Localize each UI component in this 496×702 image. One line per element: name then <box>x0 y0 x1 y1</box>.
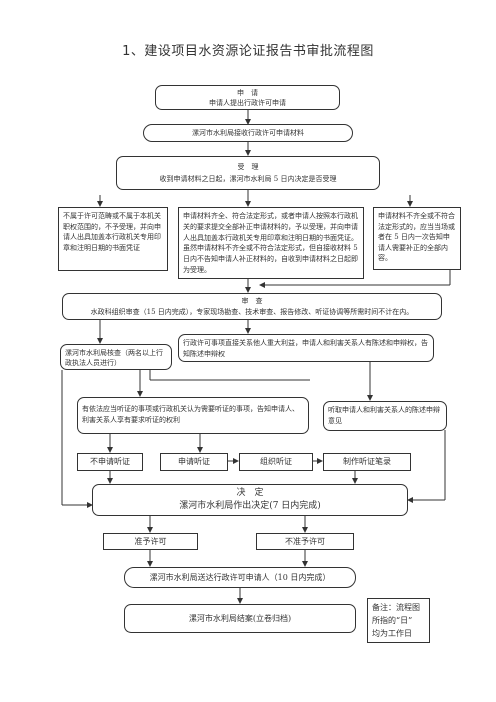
note-line-2: 所指的“日” <box>372 616 413 625</box>
step-hold-hearing: 组织听证 <box>239 453 313 471</box>
step-apply-hearing: 申请听证 <box>160 453 228 471</box>
step-hearing-record: 制作听证笔录 <box>323 453 411 471</box>
note-line-3: 均为工作日 <box>372 629 412 638</box>
review-heading: 审 查 <box>241 297 263 305</box>
review-text: 水政科组织审查（15 日内完成），专家现场勘查、技术审查、报告修改、听证协调等所… <box>90 308 414 316</box>
verify-text: 漯河市水利局核查（两名以上行政执法人员进行） <box>65 349 163 367</box>
receive-box: 漯河市水利局接收行政许可申请材料 <box>143 124 353 142</box>
accept-heading: 受 理 <box>237 163 259 171</box>
hearing-left-text: 有依法应当听证的事项或行政机关认为需要听证的事项，告知申请人、利害关系人享有要求… <box>82 405 299 424</box>
approve-label: 准予许可 <box>134 537 167 546</box>
apply-heading: 申 请 <box>237 89 258 97</box>
receive-text: 漯河市水利局接收行政许可申请材料 <box>192 129 304 137</box>
step-hold-hearing-label: 组织听证 <box>260 457 292 466</box>
interest-box: 行政许可事项直接关系他人重大利益，申请人和利害关系人有陈述和申辩权，告知陈述申辩… <box>178 334 434 362</box>
branch-right-text: 申请材料不齐全或不符合法定形式的，应当当场或者在 5 日内一次告知申请人需要补正… <box>378 212 455 262</box>
branch-right-box: 申请材料不齐全或不符合法定形式的，应当当场或者在 5 日内一次告知申请人需要补正… <box>373 207 461 270</box>
deliver-text: 漯河市水利局送达行政许可申请人（10 日内完成） <box>149 573 331 582</box>
archive-text: 漯河市水利局结案(立卷归档) <box>188 614 292 623</box>
accept-box: 受 理 收到申请材料之日起，漯河市水利局 5 日内决定是否受理 <box>116 156 380 190</box>
branch-mid-box: 申请材料齐全、符合法定形式，或者申请人按照本行政机关的要求提交全部补正申请材料的… <box>178 207 364 279</box>
branch-left-box: 不属于许可范畴或不属于本机关职权范围的，不予受理，并向申请人出具加盖本行政机关专… <box>58 207 168 271</box>
hearing-right-box: 听取申请人和利害关系人的陈述申辩意见 <box>323 401 447 431</box>
note-box: 备注：流程图 所指的“日” 均为工作日 <box>367 598 430 643</box>
hearing-left-box: 有依法应当听证的事项或行政机关认为需要听证的事项，告知申请人、利害关系人享有要求… <box>77 397 309 434</box>
archive-box: 漯河市水利局结案(立卷归档) <box>124 604 356 633</box>
step-apply-hearing-label: 申请听证 <box>178 457 210 466</box>
deliver-box: 漯河市水利局送达行政许可申请人（10 日内完成） <box>124 567 356 588</box>
approve-box: 准予许可 <box>103 533 198 550</box>
accept-text: 收到申请材料之日起，漯河市水利局 5 日内决定是否受理 <box>159 175 337 183</box>
review-box: 审 查 水政科组织审查（15 日内完成），专家现场勘查、技术审查、报告修改、听证… <box>62 293 442 320</box>
step-hearing-record-label: 制作听证笔录 <box>343 457 391 466</box>
step-no-hearing-label: 不申请听证 <box>90 457 130 466</box>
hearing-right-text: 听取申请人和利害关系人的陈述申辩意见 <box>328 406 440 425</box>
apply-box: 申 请 申请人提出行政许可申请 <box>155 85 340 110</box>
decision-box: 决 定 漯河市水利局作出决定(7 日内完成) <box>92 484 408 516</box>
reject-label: 不准予许可 <box>285 537 325 546</box>
branch-mid-text: 申请材料齐全、符合法定形式，或者申请人按照本行政机关的要求提交全部补正申请材料的… <box>183 212 358 274</box>
decision-text: 漯河市水利局作出决定(7 日内完成) <box>179 501 321 511</box>
step-no-hearing: 不申请听证 <box>77 453 143 471</box>
note-line-1: 备注：流程图 <box>372 603 420 612</box>
apply-text: 申请人提出行政许可申请 <box>209 99 286 107</box>
branch-left-text: 不属于许可范畴或不属于本机关职权范围的，不予受理，并向申请人出具加盖本行政机关专… <box>63 212 161 252</box>
interest-text: 行政许可事项直接关系他人重大利益，申请人和利害关系人有陈述和申辩权，告知陈述申辩… <box>183 339 428 358</box>
verify-box: 漯河市水利局核查（两名以上行政执法人员进行） <box>60 344 172 370</box>
page-title: 1、建设项目水资源论证报告书审批流程图 <box>122 44 374 59</box>
decision-heading: 决 定 <box>236 488 264 498</box>
reject-box: 不准予许可 <box>256 533 354 550</box>
